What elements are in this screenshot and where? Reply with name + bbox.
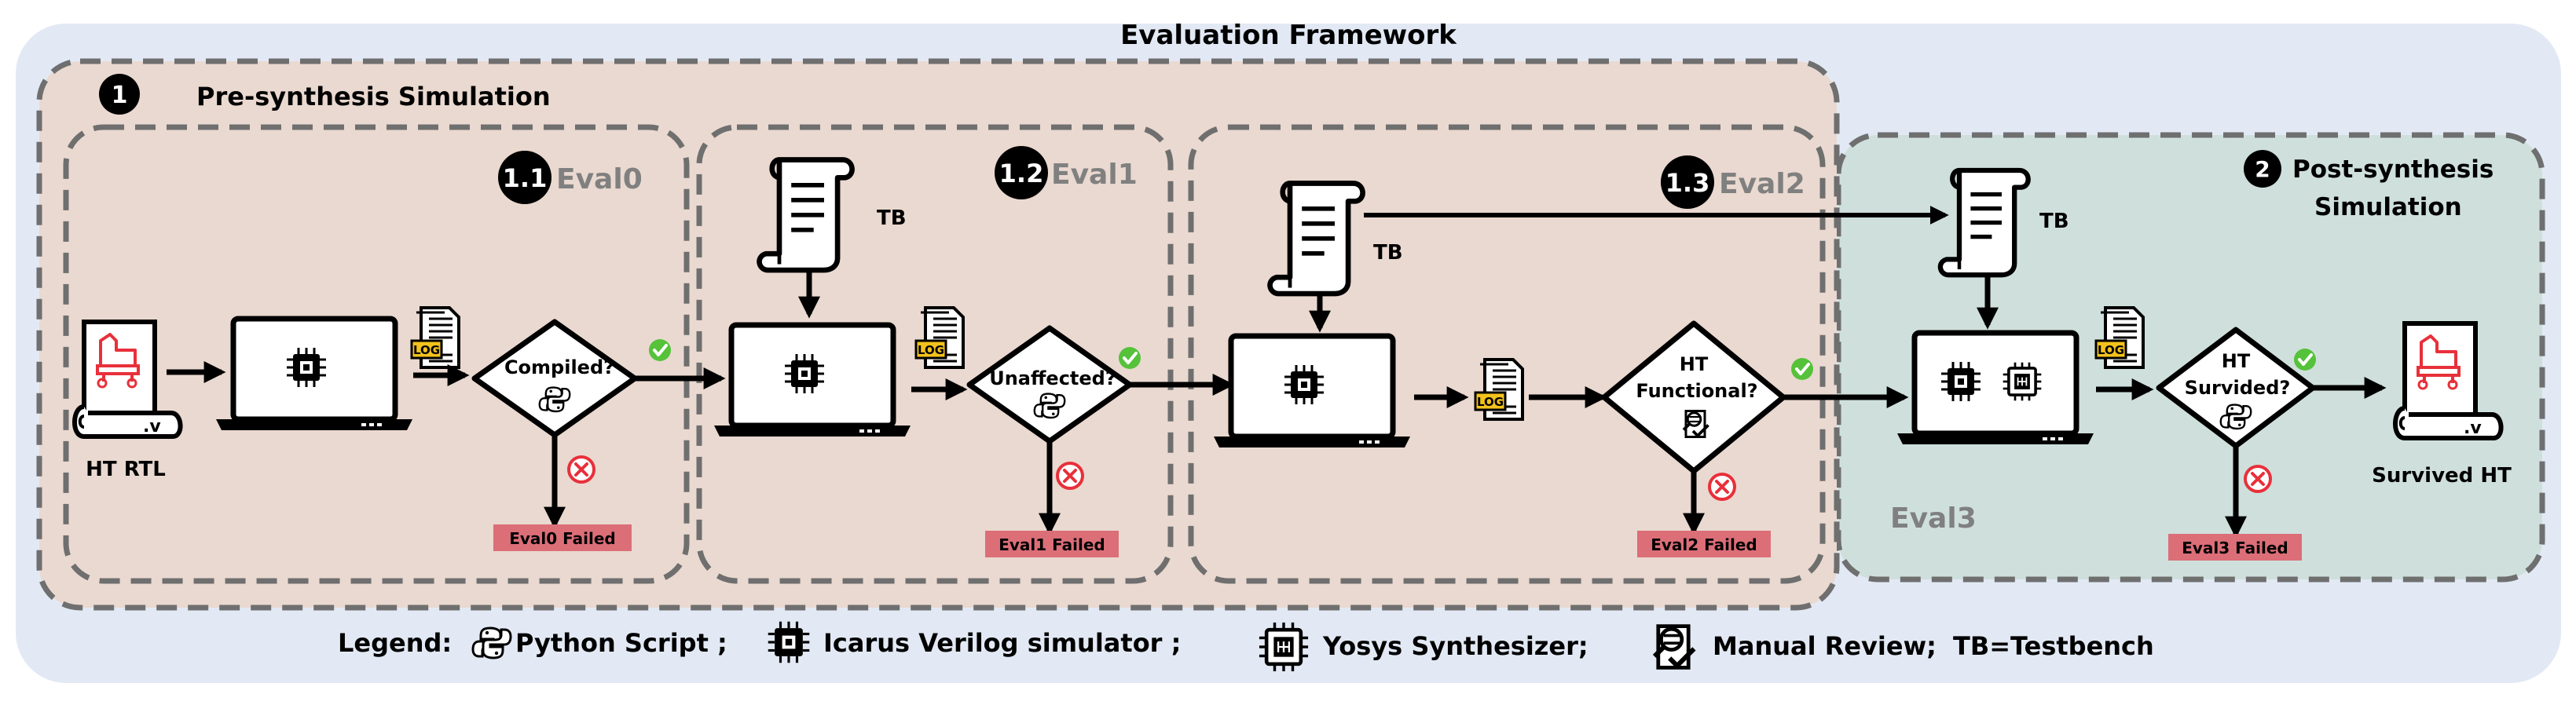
section-2-number: 2 (2255, 156, 2270, 182)
legend-yosys-icon (1259, 623, 1308, 671)
tb-label-eval3: TB (2039, 210, 2069, 233)
section-1-badge (99, 74, 140, 115)
svg-text:.v: .v (143, 417, 161, 437)
eval0-failed-badge (493, 524, 632, 551)
legend-icarus: Icarus Verilog simulator ; (823, 628, 1181, 658)
legend-prefix: Legend: (338, 628, 452, 658)
tb-label-eval2: TB (1373, 241, 1403, 265)
eval0-failed-text: Eval0 Failed (509, 529, 616, 548)
laptop-eval1 (714, 325, 911, 437)
eval3-name: Eval3 (1890, 502, 1977, 535)
verilog-trojan-file-icon: .v (75, 322, 181, 437)
eval0-badge-number: 1.1 (503, 163, 548, 193)
laptop-eval2 (1214, 336, 1410, 447)
decision-text-eval1: Unaffected? (989, 367, 1116, 389)
decision-text-eval2-line2: Functional? (1636, 380, 1757, 402)
eval1-badge-number: 1.2 (999, 159, 1044, 188)
eval2-failed-badge (1637, 531, 1771, 557)
cross-icon (567, 455, 595, 484)
eval3-failed-badge (2168, 534, 2302, 561)
decision-text-eval2-line1: HT (1680, 353, 1709, 375)
log-icon-eval1: LOG (914, 306, 965, 369)
eval2-box (1188, 124, 1826, 584)
section-1-number: 1 (112, 82, 128, 109)
log-icon-eval0: LOG (410, 306, 460, 369)
legend: Legend: Python Script ; Icarus Verilog s… (338, 620, 2154, 671)
legend-tb: TB=Testbench (1953, 631, 2154, 661)
check-icon (647, 338, 672, 363)
eval1-failed-text: Eval1 Failed (999, 535, 1105, 554)
log-icon-eval3: LOG (2094, 306, 2145, 369)
survived-ht-label: Survived HT (2372, 464, 2512, 488)
eval1-badge (995, 146, 1048, 199)
manual-review-icon (1682, 409, 1710, 439)
legend-python: Python Script ; (515, 628, 727, 658)
ht-rtl-label: HT RTL (86, 458, 166, 481)
svg-text:LOG: LOG (1477, 395, 1504, 409)
svg-text:LOG: LOG (2098, 343, 2124, 357)
post-synthesis-title-line2: Simulation (2314, 193, 2462, 221)
svg-text:LOG: LOG (413, 343, 440, 357)
pre-synthesis-title: Pre-synthesis Simulation (196, 82, 551, 111)
eval1-failed-badge (985, 531, 1119, 557)
yosys-chip-icon (2001, 360, 2043, 403)
decision-text-eval3-line2: Survided? (2185, 377, 2291, 399)
decision-text-eval3-line1: HT (2222, 350, 2251, 372)
svg-text:LOG: LOG (918, 343, 944, 357)
eval2-badge-number: 1.3 (1665, 168, 1710, 198)
tb-label-eval1: TB (877, 206, 907, 230)
laptop-eval0 (216, 319, 412, 430)
survived-trojan-file-icon: .v (2395, 323, 2501, 438)
eval2-badge (1661, 155, 1714, 209)
eval1-box (696, 124, 1174, 584)
eval1-name: Eval1 (1051, 159, 1138, 191)
legend-review-icon (1654, 626, 1694, 668)
section-2-badge (2244, 150, 2281, 188)
post-synthesis-title-line1: Post-synthesis (2292, 155, 2494, 184)
laptop-eval3 (1897, 333, 2094, 444)
eval2-name: Eval2 (1719, 168, 1805, 200)
decision-text-eval0: Compiled? (504, 356, 614, 378)
legend-yosys: Yosys Synthesizer; (1322, 631, 1588, 661)
eval0-badge (498, 151, 551, 204)
eval0-box (63, 124, 690, 584)
diagram-title: Evaluation Framework (1120, 20, 1457, 51)
eval0-name: Eval0 (556, 163, 643, 195)
svg-text:.v: .v (2464, 418, 2482, 438)
legend-review: Manual Review; (1713, 631, 1937, 661)
log-icon-eval2: LOG (1474, 358, 1524, 421)
eval2-failed-text: Eval2 Failed (1651, 535, 1757, 554)
eval3-failed-text: Eval3 Failed (2182, 539, 2288, 557)
